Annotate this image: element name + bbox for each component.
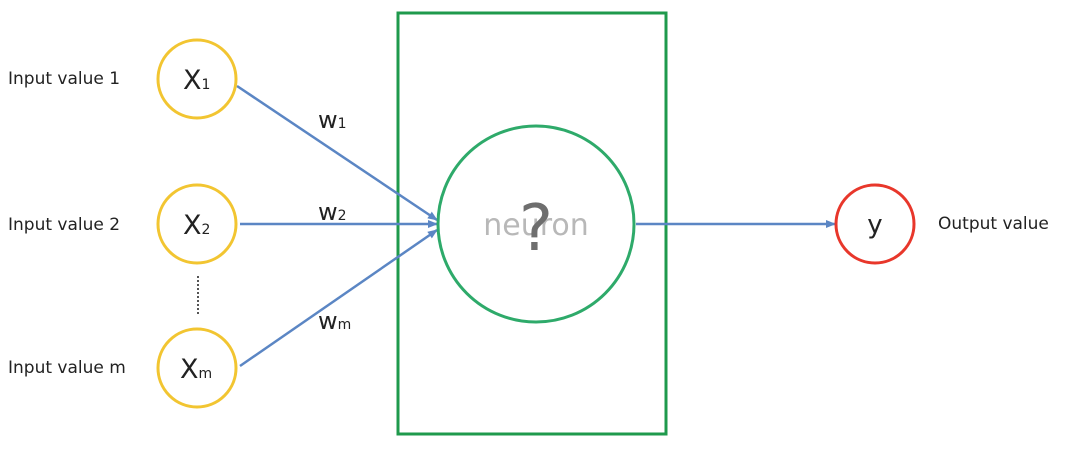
weight-label-m: wm <box>318 307 351 335</box>
neuron-text: neuron <box>483 208 589 243</box>
input-node-1-symbol: X <box>183 65 202 96</box>
svg-text:Xm: Xm <box>180 354 212 385</box>
input-node-1: X1 <box>156 38 238 120</box>
input-node-1-sub: 1 <box>202 77 211 93</box>
neuron-node: neuron ? <box>436 124 636 324</box>
arrow-input-m <box>239 228 438 368</box>
input-label-2: Input value 2 <box>8 215 120 235</box>
svg-text:X1: X1 <box>183 65 210 96</box>
input-node-2-symbol: X <box>183 210 202 241</box>
input-node-m-sub: m <box>199 366 213 382</box>
weight-label-1: w1 <box>318 106 347 134</box>
output-node-symbol: y <box>867 210 882 240</box>
input-label-1: Input value 1 <box>8 69 120 89</box>
input-node-m-symbol: X <box>180 354 199 385</box>
input-node-2-sub: 2 <box>202 222 211 238</box>
input-node-m: Xm <box>156 327 238 409</box>
output-label: Output value <box>938 214 1049 234</box>
input-label-m: Input value m <box>8 358 126 378</box>
weight-label-2: w2 <box>318 198 347 226</box>
input-node-2: X2 <box>156 183 238 265</box>
neuron-question-mark: ? <box>519 192 553 266</box>
svg-text:X2: X2 <box>183 210 210 241</box>
output-node: y <box>834 183 916 265</box>
arrow-input-1 <box>236 84 438 222</box>
